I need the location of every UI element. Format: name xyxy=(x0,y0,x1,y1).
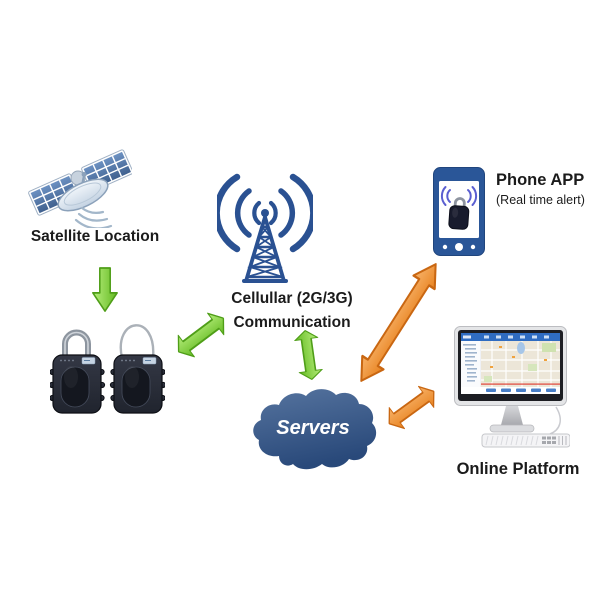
phone-app-subtitle: (Real time alert) xyxy=(496,193,585,207)
arrow-satellite-to-locks-icon xyxy=(92,267,118,313)
satellite-dish xyxy=(57,171,109,212)
monitor-stand xyxy=(501,406,523,425)
cellular-label-line1: Cellullar (2G/3G) xyxy=(231,290,353,307)
wire-cable xyxy=(119,324,155,359)
servers-label: Servers xyxy=(276,417,349,439)
cellular-label-line2: Communication xyxy=(233,314,351,331)
satellite-label: Satellite Location xyxy=(30,228,160,245)
satellite-icon xyxy=(26,132,132,228)
keyboard xyxy=(481,433,570,448)
smartphone-icon xyxy=(433,167,485,256)
gps-padlock-devices-icon xyxy=(50,311,165,415)
cellular-label: Cellullar (2G/3G) Communication xyxy=(210,287,374,335)
phone-app-label: Phone APP (Real time alert) xyxy=(496,170,600,209)
arrow-servers-platform-icon xyxy=(380,379,443,436)
monitor-base xyxy=(489,424,535,433)
cellular-tower-icon xyxy=(217,169,313,285)
alert-waves xyxy=(440,186,478,206)
signal-waves xyxy=(74,206,113,228)
monitor-cable xyxy=(549,406,562,435)
phone-app-title: Phone APP xyxy=(496,171,585,189)
arrow-locks-cellular-icon xyxy=(169,306,233,365)
arrow-servers-phone-icon xyxy=(347,254,450,391)
online-platform-label: Online Platform xyxy=(456,460,580,478)
tracking-app-screen xyxy=(461,333,560,394)
arrow-cellular-servers-icon xyxy=(292,328,325,382)
desktop-monitor-icon xyxy=(454,326,570,452)
servers-cloud-icon: Servers xyxy=(249,384,377,472)
screen-lock xyxy=(448,197,470,230)
